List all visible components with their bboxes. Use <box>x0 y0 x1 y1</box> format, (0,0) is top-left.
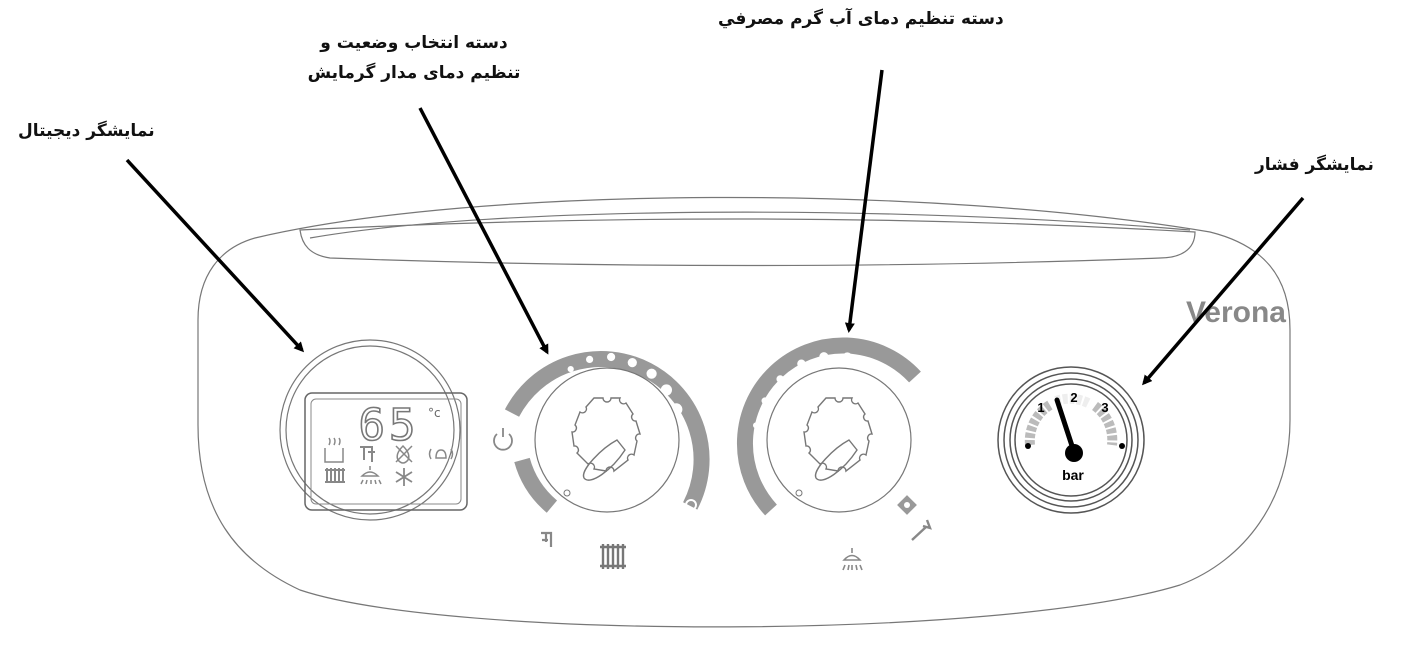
label-mode-selector-line2: تنظیم دمای مدار گرمایش <box>307 63 521 83</box>
label-digital-display-text: نمایشگر دیجیتال <box>18 121 155 141</box>
shower-icon <box>842 548 863 571</box>
heating-scale-arc <box>504 351 710 510</box>
gauge-unit: bar <box>1062 467 1084 483</box>
shower-status-icon <box>360 466 382 485</box>
heating-mode-selector-knob[interactable] <box>493 351 710 569</box>
label-pressure-gauge: نمایشگر فشار <box>1255 150 1374 180</box>
display-temperature-unit: °c <box>428 406 441 420</box>
wrench-icon <box>911 519 932 541</box>
heating-radiator-status-icon <box>325 468 345 483</box>
boiler-icon <box>324 437 344 463</box>
dhw-scale-arc <box>736 337 921 516</box>
digital-display: 65 °c <box>279 339 468 521</box>
power-icon <box>493 428 513 451</box>
flame-off-icon <box>395 444 413 464</box>
arrow-digital-display <box>125 158 305 353</box>
label-mode-selector-line1: دسته انتخاب وضعیت و <box>320 33 508 53</box>
gauge-tick-2: 2 <box>1070 390 1077 405</box>
label-digital-display: نمایشگر دیجیتال <box>18 116 155 146</box>
label-pressure-gauge-text: نمایشگر فشار <box>1255 155 1374 175</box>
arrow-mode-selector <box>418 107 549 355</box>
snowflake-icon <box>395 468 413 486</box>
hot-water-tap-icon <box>541 531 553 547</box>
label-dhw-selector-text: دسته تنظیم دمای آب گرم مصرفي <box>718 9 1004 29</box>
arrow-pressure-gauge <box>1142 196 1305 386</box>
arrow-dhw-selector <box>844 69 884 333</box>
label-mode-selector: دسته انتخاب وضعیت و تنظیم دمای مدار گرما… <box>290 28 538 88</box>
brand-logo: Verona <box>1186 296 1286 329</box>
label-dhw-selector: دسته تنظیم دمای آب گرم مصرفي <box>718 4 1004 34</box>
gauge-tick-1: 1 <box>1037 400 1044 415</box>
display-temperature: 65 <box>359 400 420 451</box>
gauge-tick-3: 3 <box>1101 400 1108 415</box>
tap-status-icon <box>360 446 375 462</box>
pressure-gauge: 1 2 3 bar <box>997 366 1145 514</box>
dhw-temperature-selector-knob[interactable] <box>736 337 932 571</box>
alarm-bell-icon <box>428 448 454 460</box>
heating-radiator-icon <box>600 544 626 569</box>
heating-scale-lower-arc <box>514 457 558 513</box>
